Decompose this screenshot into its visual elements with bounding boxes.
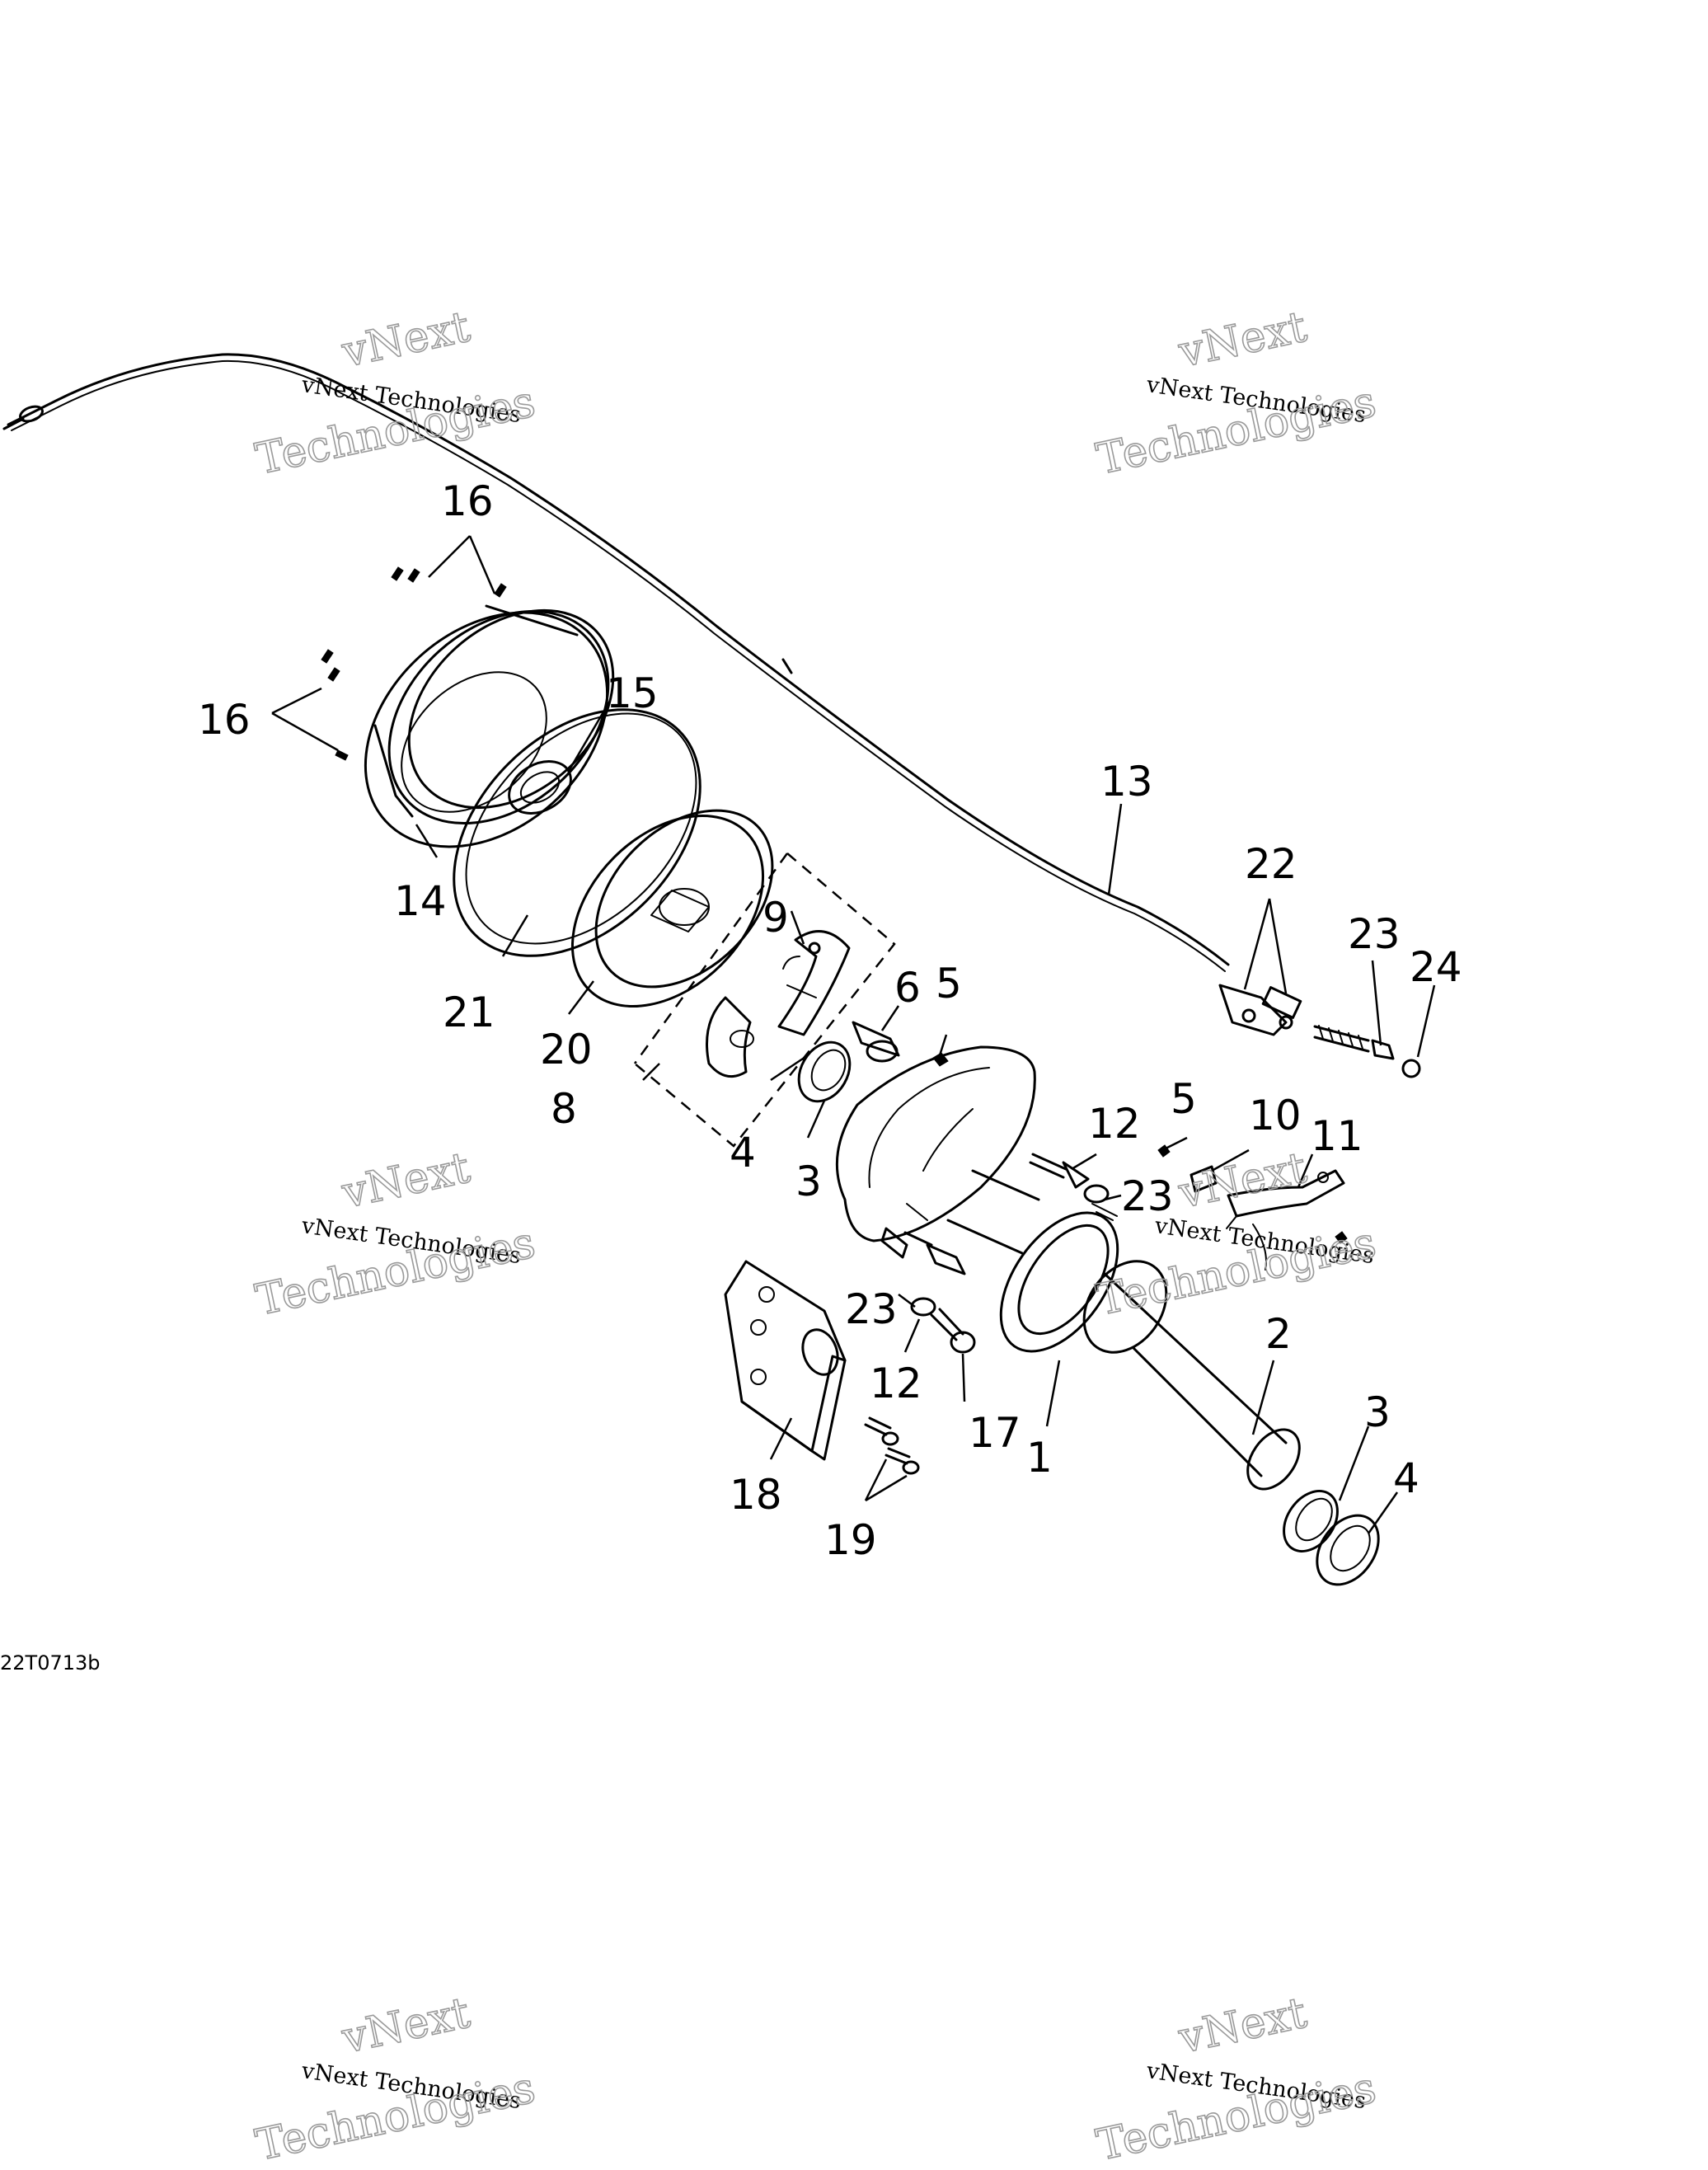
callouts: 16 16 15 14 21 20 8 9 6 5 4 3 13 22 23 2… xyxy=(198,477,1462,1564)
callout-3-lower: 3 xyxy=(1364,1388,1391,1436)
leader-lines xyxy=(271,535,1436,1534)
callout-8: 8 xyxy=(551,1085,577,1133)
callout-1: 1 xyxy=(1026,1434,1053,1482)
watermark-bottom-left: vNext vNext Technologies Technologies xyxy=(251,1988,540,2170)
callout-2: 2 xyxy=(1265,1310,1292,1358)
svg-text:vNext: vNext xyxy=(1174,303,1311,378)
watermark-middle-right: vNext vNext Technologies Technologies xyxy=(1091,1143,1381,1327)
watermark-middle-left: vNext vNext Technologies Technologies xyxy=(251,1143,540,1327)
shoe-group-part-8 xyxy=(633,852,896,1148)
callout-12-lower: 12 xyxy=(870,1360,922,1407)
callout-19: 19 xyxy=(824,1516,877,1564)
shoe-part-4 xyxy=(706,996,754,1078)
figure-id: 22T0713b xyxy=(0,1651,101,1674)
screws-part-16 xyxy=(321,566,507,761)
callout-12-upper: 12 xyxy=(1088,1100,1141,1148)
callout-3-upper: 3 xyxy=(795,1158,822,1205)
cable-clamp-part-22 xyxy=(1218,984,1302,1036)
watermark-bottom-right: vNext vNext Technologies Technologies xyxy=(1091,1988,1381,2170)
watermark-top-right: vNext vNext Technologies Technologies xyxy=(1091,302,1381,486)
callout-22: 22 xyxy=(1245,840,1297,888)
svg-text:vNext: vNext xyxy=(1174,1989,1311,2064)
bearing-part-3-upper xyxy=(797,1040,852,1103)
axle-tube-part-1-2 xyxy=(946,1169,1301,1491)
callout-23-top: 23 xyxy=(1348,910,1401,958)
callout-16-left: 16 xyxy=(198,696,251,744)
threaded-end-part-23-24 xyxy=(1313,1025,1421,1078)
callout-10: 10 xyxy=(1249,1092,1302,1139)
callout-4-upper: 4 xyxy=(730,1129,756,1177)
callout-17: 17 xyxy=(969,1409,1021,1457)
svg-text:vNext: vNext xyxy=(337,1144,474,1219)
callout-5-lower: 5 xyxy=(1171,1075,1197,1123)
backing-plate xyxy=(835,1045,1036,1259)
callout-20: 20 xyxy=(540,1026,593,1073)
svg-text:vNext: vNext xyxy=(337,303,474,378)
callout-13: 13 xyxy=(1100,758,1153,806)
cable-part-13 xyxy=(2,353,1230,972)
callout-18: 18 xyxy=(730,1471,782,1519)
nut-part-5-upper xyxy=(932,1052,949,1067)
callout-9: 9 xyxy=(762,894,789,942)
callout-21: 21 xyxy=(443,989,495,1036)
callout-23-lower: 23 xyxy=(845,1285,898,1333)
callout-11: 11 xyxy=(1311,1112,1363,1160)
watermark-top-left: vNext vNext Technologies Technologies xyxy=(251,302,540,486)
callout-14: 14 xyxy=(394,877,447,925)
callout-6: 6 xyxy=(894,964,921,1012)
callout-23-upper: 23 xyxy=(1121,1172,1174,1220)
seal-part-15 xyxy=(508,760,572,815)
drum-cover-part-14 xyxy=(364,604,615,848)
drum-part-20 xyxy=(570,809,774,1008)
bolt-washer-part-12-23-upper xyxy=(1029,1153,1118,1221)
bearing-seal-part-3-4-lower xyxy=(1283,1490,1380,1586)
brake-shoe-part-9 xyxy=(777,930,851,1036)
svg-text:vNext: vNext xyxy=(337,1989,474,2064)
callout-24: 24 xyxy=(1410,943,1462,991)
lever-link-part-10-11 xyxy=(1157,1144,1348,1244)
callout-15: 15 xyxy=(606,669,659,717)
callout-4-lower: 4 xyxy=(1393,1454,1419,1502)
bracket-plate-part-18 xyxy=(724,1260,847,1461)
screws-part-19 xyxy=(864,1416,920,1475)
bolts-part-12-17-23-lower xyxy=(903,1231,976,1354)
callout-5-upper: 5 xyxy=(936,960,962,1008)
pin-part-6 xyxy=(852,1021,900,1063)
callout-16-top: 16 xyxy=(441,477,494,525)
gasket-part-21 xyxy=(453,708,702,957)
